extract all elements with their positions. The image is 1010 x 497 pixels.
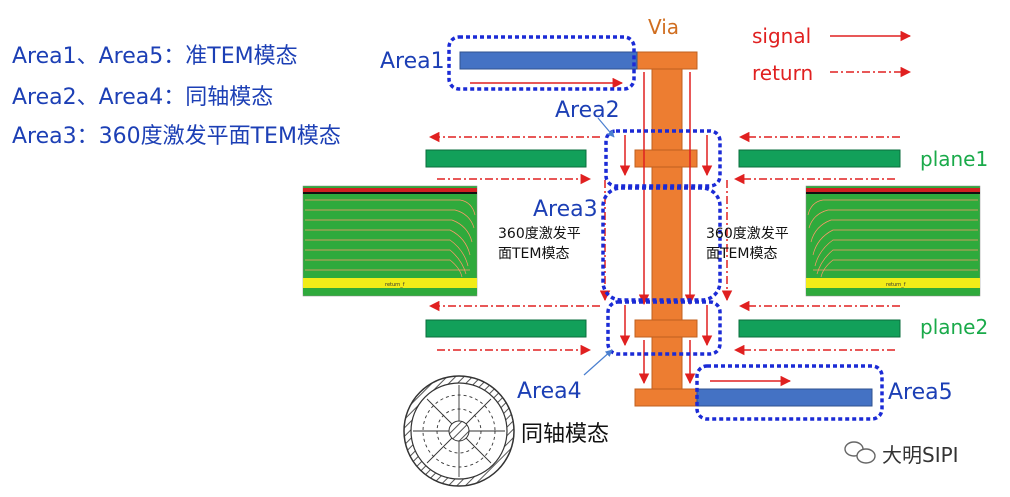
via-pad-plane2 [634,319,698,338]
field-plot-left-caption: return_f [385,282,405,288]
via-bottom-pad [634,388,698,407]
area4-box [606,300,722,356]
via-top-pad [636,51,698,70]
signal-legend-label: signal [752,24,811,48]
coax-cross-section [403,375,515,487]
area2-box [604,129,722,188]
legend-line-1: Area1、Area5：准TEM模态 [12,44,298,69]
legend-line-2: Area2、Area4：同轴模态 [12,85,274,110]
area2-pointer [597,117,615,138]
area4-pointer [583,349,613,376]
area1-label: Area1 [380,49,445,74]
plane1-label: plane1 [920,147,988,171]
bottom-signal-trace [696,388,873,407]
area4-label: Area4 [517,379,582,404]
plane2-right [738,319,901,338]
area5-box [695,364,884,421]
area3-box [601,186,722,302]
area1-box [447,35,636,91]
wechat-icon [844,441,876,464]
plane2-label: plane2 [920,315,988,339]
via-pad-plane1 [634,149,698,168]
plane2-left [425,319,587,338]
area5-label: Area5 [888,380,953,405]
field-plot-left: return_f [302,185,478,297]
via-label: Via [648,15,679,39]
tem-note-left-line2: 面TEM模态 [498,246,569,262]
coax-label: 同轴模态 [521,422,609,447]
tem-note-right-line1: 360度激发平 [706,225,789,242]
legend-line-3: Area3：360度激发平面TEM模态 [12,124,341,149]
watermark-text: 大明SIPI [882,443,959,467]
field-plot-right-caption: return_f [886,282,906,288]
field-plot-right: return_f [805,185,981,297]
return-arrows [428,131,900,356]
top-signal-trace [459,51,638,70]
area2-label: Area2 [555,98,620,123]
return-legend-label: return [752,61,813,85]
via-barrel [651,68,683,390]
plane1-right [738,149,901,168]
tem-note-right-line2: 面TEM模态 [706,246,777,262]
tem-note-left-line1: 360度激发平 [498,225,581,242]
area3-label: Area3 [533,197,598,222]
plane1-left [425,149,587,168]
